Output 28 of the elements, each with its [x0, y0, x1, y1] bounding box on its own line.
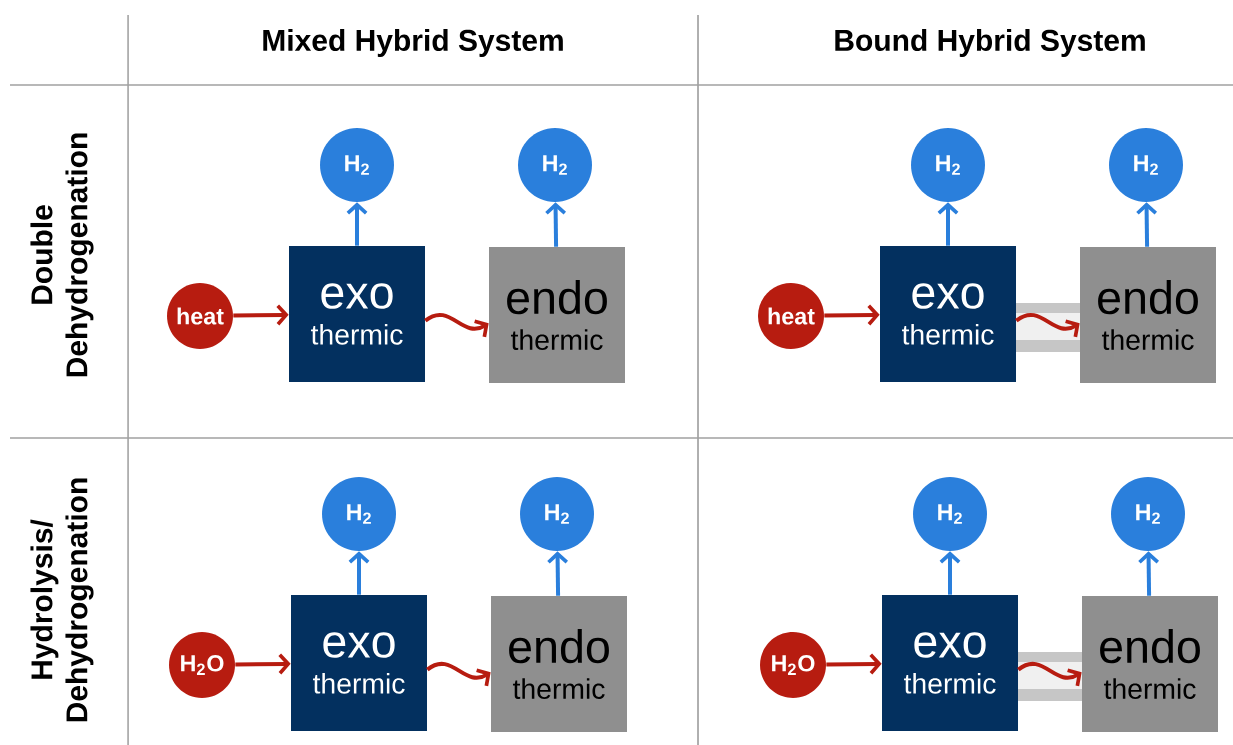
arrow	[547, 551, 569, 596]
endothermic-box: endo thermic	[1082, 596, 1218, 732]
column-header: Bound Hybrid System	[835, 29, 1145, 57]
arrow	[348, 551, 370, 595]
arrow	[346, 202, 368, 246]
exothermic-box: exo thermic	[880, 246, 1016, 382]
arrow	[824, 304, 880, 326]
wavy-arrow	[1015, 313, 1080, 338]
row-header: Hydrolysis/ Dehydrogenation	[30, 478, 94, 722]
arrow	[1136, 202, 1158, 247]
endothermic-box: endo thermic	[489, 247, 625, 383]
column-header: Mixed Hybrid System	[263, 29, 563, 57]
row-header: Double Dehydrogenation	[30, 133, 94, 377]
arrow	[235, 653, 291, 675]
wavy-arrow	[426, 662, 491, 687]
exothermic-box: exo thermic	[882, 595, 1018, 731]
arrow	[233, 304, 289, 326]
arrow	[939, 551, 961, 595]
arrow	[545, 202, 567, 247]
wavy-arrow	[1017, 662, 1082, 687]
endothermic-box: endo thermic	[491, 596, 627, 732]
arrow	[1138, 551, 1160, 596]
exothermic-box: exo thermic	[291, 595, 427, 731]
arrow	[937, 202, 959, 246]
exothermic-box: exo thermic	[289, 246, 425, 382]
endothermic-box: endo thermic	[1080, 247, 1216, 383]
wavy-arrow	[424, 313, 489, 338]
arrow	[826, 653, 882, 675]
